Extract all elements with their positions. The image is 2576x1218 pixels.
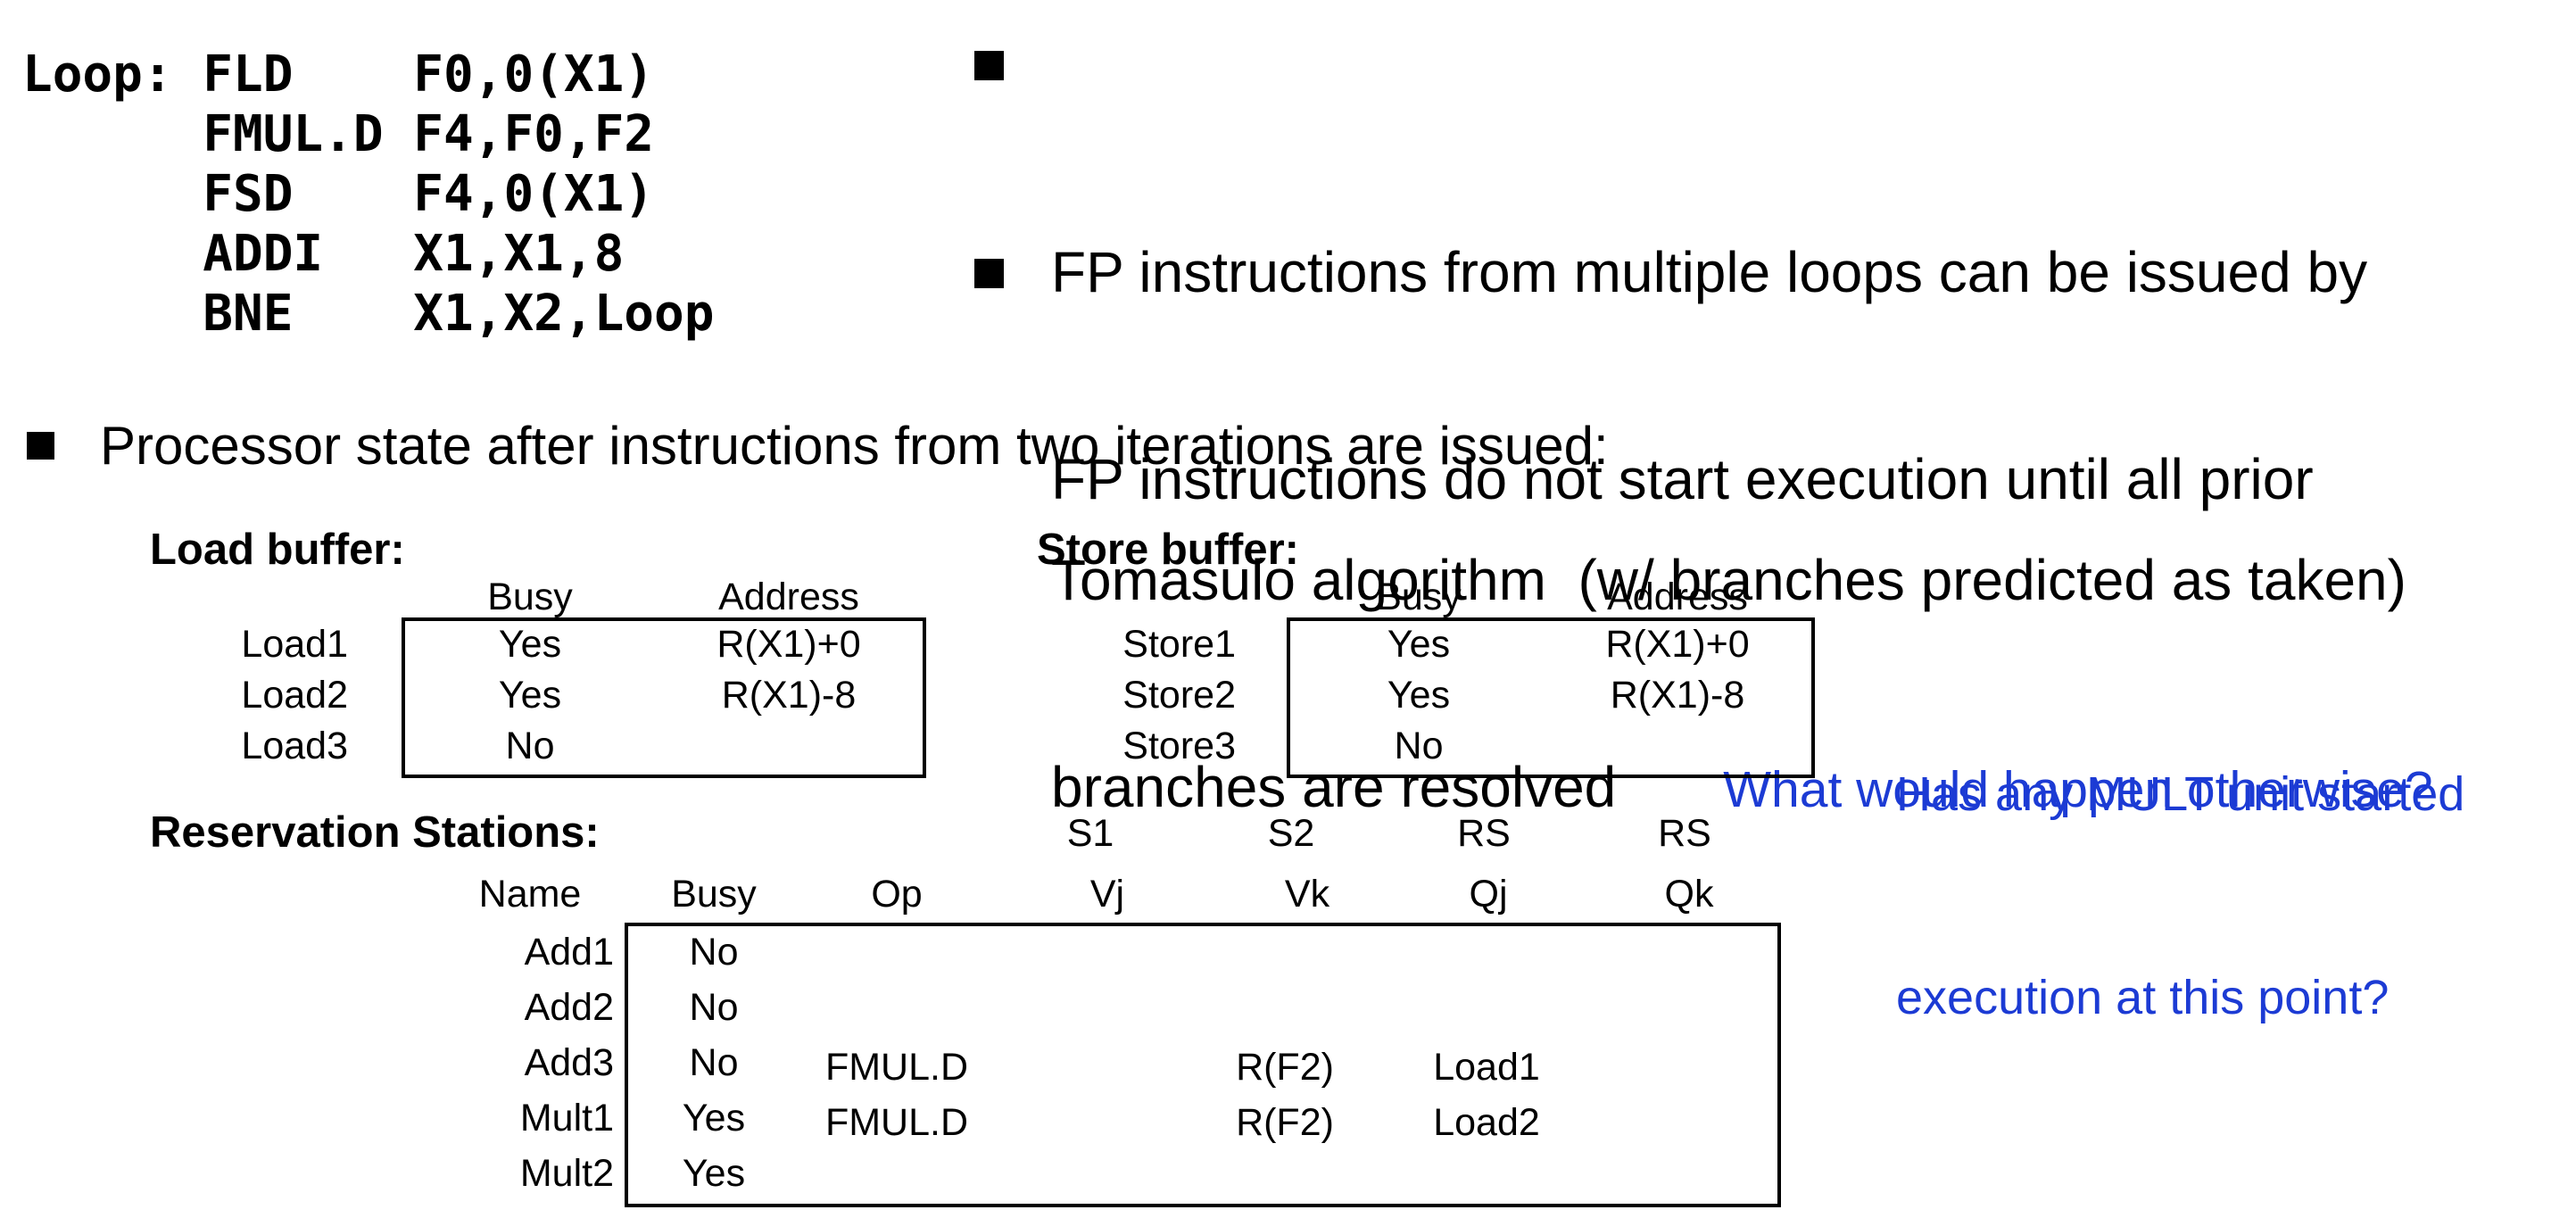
main-bullet-processor-state: Processor state after instructions from …: [100, 416, 1609, 476]
rs-qk-cell: [1546, 1001, 1832, 1040]
rs-super-col-rs1: RS: [1457, 812, 1511, 855]
store-buffer-col-busy: Busy: [1376, 576, 1462, 618]
rs-qj-values: Load1 Load2: [1344, 924, 1629, 1150]
store-busy-cell: No: [1394, 725, 1444, 767]
store-address-cell: R(X1)+0: [1605, 623, 1750, 666]
load-buffer-title: Load buffer:: [150, 526, 405, 574]
question-line: Has any MULT unit started: [1896, 767, 2465, 821]
question-mult-started: Has any MULT unit started execution at t…: [1896, 625, 2464, 1167]
rs-vk-cell: R(F2): [1236, 1101, 1334, 1144]
load-busy-cell: No: [505, 725, 555, 767]
store-address-cell: R(X1)-8: [1610, 674, 1745, 717]
load-buffer-table-border: [402, 617, 926, 778]
rs-row-name: Add1: [524, 931, 614, 974]
rs-row-name: Add3: [524, 1041, 614, 1084]
rs-vk-cell: R(F2): [1236, 1046, 1334, 1089]
rs-qk-cell: [1546, 924, 1832, 963]
rs-qk-cell: [1546, 1040, 1832, 1078]
reservation-stations-title: Reservation Stations:: [150, 808, 600, 857]
store-buffer-address-values: R(X1)+0 R(X1)-8: [1535, 619, 1820, 759]
rs-col-vk: Vk: [1284, 873, 1330, 916]
load-address-cell: R(X1)+0: [716, 623, 861, 666]
footnote-line: *Integer instructions in this example: [1825, 1208, 2487, 1218]
bullet-line-text: branches are resolved: [1051, 755, 1617, 819]
rs-busy-cell: Yes: [682, 1152, 746, 1195]
code-line: FSD F4,0(X1): [22, 165, 655, 223]
rs-col-vj: Vj: [1089, 873, 1125, 916]
bullet-square-icon: [974, 51, 1004, 80]
load-address-cell: R(X1)-8: [721, 674, 857, 717]
rs-vk-values: R(F2) R(F2): [1142, 924, 1428, 1150]
load-buffer-row-names: Load1 Load2 Load3: [170, 619, 348, 772]
rs-qk-cell: [1546, 1078, 1832, 1116]
load-address-cell: [646, 721, 932, 759]
store-buffer-busy-values: Yes Yes No: [1276, 619, 1561, 772]
rs-super-col-s2: S2: [1267, 812, 1315, 855]
rs-busy-cell: No: [689, 931, 739, 974]
rs-op-cell: FMUL.D: [824, 1101, 969, 1144]
code-line: FMUL.D F4,F0,F2: [22, 105, 655, 163]
store-row-name: Store1: [1122, 623, 1236, 666]
store-row-name: Store3: [1122, 725, 1236, 767]
footnote-integer-instructions: *Integer instructions in this example ha…: [1825, 1081, 2487, 1218]
load-buffer-col-address: Address: [718, 576, 859, 618]
code-line: Loop: FLD F0,0(X1): [22, 46, 655, 104]
question-line: execution at this point?: [1896, 971, 2390, 1024]
rs-row-name: Add2: [524, 986, 614, 1029]
store-row-name: Store2: [1122, 674, 1236, 717]
rs-qk-cell: [1546, 963, 1832, 1001]
store-address-cell: [1535, 721, 1820, 759]
rs-qj-cell: Load1: [1433, 1046, 1540, 1089]
load-buffer-address-values: R(X1)+0 R(X1)-8: [646, 619, 932, 759]
rs-col-qk: Qk: [1664, 873, 1714, 916]
rs-op-values: FMUL.D FMUL.D: [754, 924, 1040, 1150]
rs-busy-cell: No: [689, 1041, 739, 1084]
rs-table-border: [625, 923, 1781, 1207]
load-row-name: Load2: [241, 674, 348, 717]
load-busy-cell: Yes: [498, 674, 562, 717]
assembly-code-block: Loop: FLD F0,0(X1) FMUL.D F4,F0,F2 FSD F…: [22, 45, 714, 344]
bullet-multiple-loops: FP instructions from multiple loops can …: [1051, 16, 2406, 837]
question-what-would-happen: What would happen otherwise?: [1723, 761, 2433, 818]
bullet-square-icon: [974, 259, 1004, 288]
rs-super-col-s1: S1: [1066, 812, 1114, 855]
store-buffer-col-address: Address: [1607, 576, 1748, 618]
bullet-line: Tomasulo algorithm (w/ branches predicte…: [1051, 548, 2406, 612]
code-line: ADDI X1,X1,8: [22, 225, 625, 283]
rs-row-names: Add1 Add2 Add3 Mult1 Mult2: [391, 924, 614, 1201]
rs-col-busy: Busy: [671, 873, 757, 916]
load-buffer-busy-values: Yes Yes No: [387, 619, 673, 772]
bullet-line: branches are resolved What would happen o…: [1051, 736, 2433, 841]
rs-super-col-rs2: RS: [1658, 812, 1711, 855]
store-buffer-title: Store buffer:: [1037, 526, 1299, 574]
store-buffer-table-border: [1287, 617, 1815, 778]
rs-col-name: Name: [478, 873, 582, 916]
bullet-line: FP instructions from multiple loops can …: [1051, 240, 2368, 304]
bullet-branches-resolved: FP instructions do not start execution u…: [1051, 223, 2433, 1047]
load-buffer-col-busy: Busy: [487, 576, 573, 618]
store-buffer-row-names: Store1 Store2 Store3: [1057, 619, 1236, 772]
bullet-line: FP instructions do not start execution u…: [1051, 447, 2314, 511]
rs-row-name: Mult1: [519, 1097, 614, 1139]
rs-qj-cell: Load2: [1433, 1101, 1540, 1144]
code-line: BNE X1,X2,Loop: [22, 285, 715, 343]
rs-op-cell: FMUL.D: [824, 1046, 969, 1089]
load-busy-cell: Yes: [498, 623, 562, 666]
rs-col-op: Op: [871, 873, 923, 916]
rs-busy-cell: Yes: [682, 1097, 746, 1139]
rs-busy-values: No No No Yes Yes: [571, 924, 857, 1201]
bullet-square-icon: [27, 432, 54, 460]
store-busy-cell: Yes: [1387, 674, 1451, 717]
rs-qk-values: [1546, 924, 1832, 1116]
load-row-name: Load1: [241, 623, 348, 666]
rs-row-name: Mult2: [519, 1152, 614, 1195]
store-busy-cell: Yes: [1387, 623, 1451, 666]
load-row-name: Load3: [241, 725, 348, 767]
rs-col-qj: Qj: [1469, 873, 1508, 916]
rs-busy-cell: No: [689, 986, 739, 1029]
